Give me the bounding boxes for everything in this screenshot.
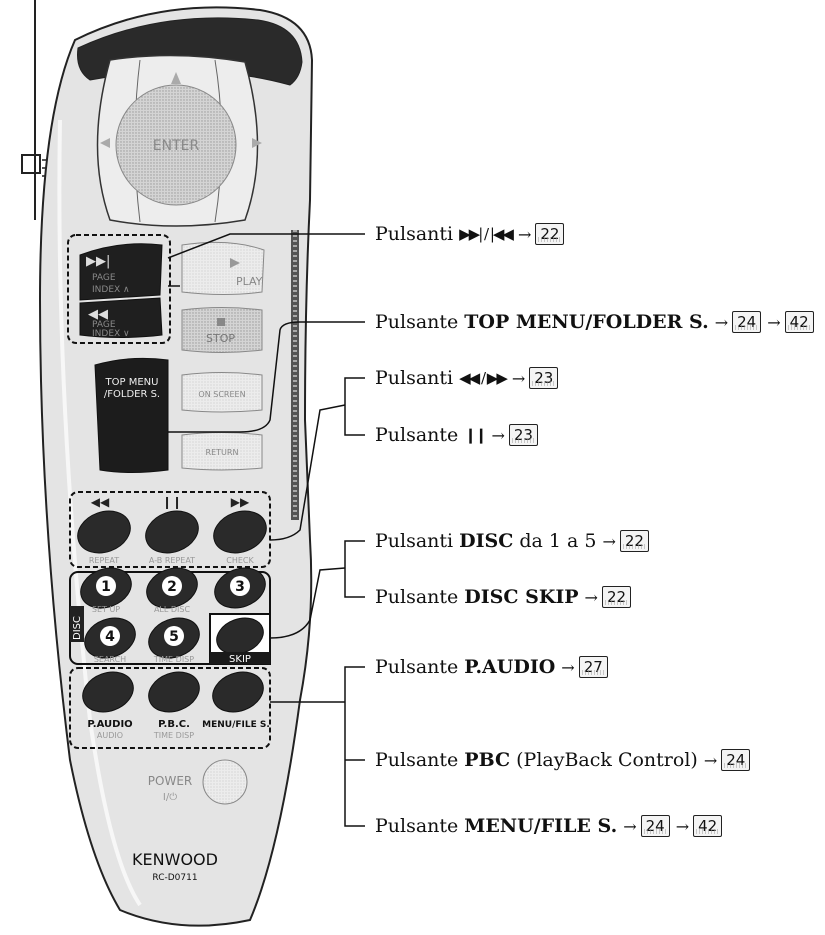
svg-text:TIME DISP: TIME DISP <box>153 655 194 664</box>
callout-search: Pulsanti ◀◀ / ▶▶ → 23 <box>375 365 558 391</box>
stop-icon <box>217 318 225 326</box>
arrow-right-icon: → <box>767 313 780 332</box>
arrow-right-icon: → <box>704 751 717 770</box>
disc-skip-button[interactable]: SKIP <box>210 612 270 665</box>
svg-text:P.AUDIO: P.AUDIO <box>87 719 132 730</box>
page-ref: 22 <box>535 223 564 245</box>
arrow-right-icon: → <box>585 588 598 607</box>
svg-text:I/⏻: I/⏻ <box>163 792 177 803</box>
svg-text:TIME DISP: TIME DISP <box>153 731 194 740</box>
page-ref: 22 <box>620 530 649 552</box>
stop-button[interactable]: STOP <box>182 308 262 353</box>
pause-icon: ❙❙ <box>162 495 182 509</box>
bottom-row: P.AUDIO P.B.C. MENU/FILE S. AUDIO TIME D… <box>77 665 270 740</box>
disc-buttons: 1 2 3 4 5 SKIP SET UP ALL DISC <box>75 561 271 665</box>
svg-text:REPEAT: REPEAT <box>89 556 119 565</box>
arrow-right-icon: → <box>491 426 504 445</box>
svg-text:ALL DISC: ALL DISC <box>154 605 191 614</box>
arrow-right-icon: → <box>518 225 531 244</box>
callout-p-audio: Pulsante P.AUDIO → 27 <box>375 654 608 680</box>
disc-label: DISC <box>72 616 83 640</box>
arrow-right-icon: → <box>676 817 689 836</box>
svg-text:/FOLDER S.: /FOLDER S. <box>104 389 160 400</box>
return-button[interactable]: RETURN <box>182 433 262 471</box>
arrow-right-icon: → <box>602 532 615 551</box>
svg-text:SKIP: SKIP <box>229 654 251 665</box>
on-screen-button[interactable]: ON SCREEN <box>182 373 262 413</box>
callout-skip: Pulsanti ▶▶| / |◀◀ → 22 <box>375 221 564 247</box>
svg-text:PLAY: PLAY <box>236 275 263 288</box>
svg-text:STOP: STOP <box>206 332 235 345</box>
svg-text:AUDIO: AUDIO <box>97 731 123 740</box>
page-ref: 24 <box>721 749 750 771</box>
svg-text:SEARCH: SEARCH <box>94 655 126 664</box>
svg-text:P.B.C.: P.B.C. <box>158 719 190 730</box>
svg-text:POWER: POWER <box>148 774 192 788</box>
arrow-right-icon: → <box>715 313 728 332</box>
arrow-right-icon: → <box>512 369 525 388</box>
page-ref: 23 <box>529 367 558 389</box>
svg-text:INDEX ∧: INDEX ∧ <box>92 285 130 295</box>
callout-pbc: Pulsante PBC (PlayBack Control) → 24 <box>375 747 750 773</box>
skip-symbol-icon: ▶▶| / |◀◀ <box>459 225 512 243</box>
search-symbol-icon: ◀◀ / ▶▶ <box>459 369 506 387</box>
svg-text:1: 1 <box>101 579 111 595</box>
skip-prev-button[interactable]: ◀◀ PAGE INDEX ∨ <box>80 298 162 339</box>
callout-disc: Pulsanti DISC da 1 a 5 → 22 <box>375 528 649 554</box>
page-ref: 24 <box>732 311 761 333</box>
svg-text:SET UP: SET UP <box>92 605 120 614</box>
page-ref: 24 <box>641 815 670 837</box>
top-menu-button[interactable]: TOP MENU /FOLDER S. <box>95 358 168 472</box>
svg-text:A-B REPEAT: A-B REPEAT <box>149 556 195 565</box>
page-ref: 27 <box>579 656 608 678</box>
callout-top-menu: Pulsante TOP MENU/FOLDER S. → 24 → 42 <box>375 309 814 335</box>
skip-next-button[interactable]: ▶▶| PAGE INDEX ∧ <box>80 244 162 300</box>
play-button[interactable]: PLAY <box>182 242 264 294</box>
power-button[interactable] <box>203 760 247 804</box>
arrow-right-icon: → <box>561 658 574 677</box>
callout-disc-skip: Pulsante DISC SKIP → 22 <box>375 584 631 610</box>
page-ref: 42 <box>785 311 814 333</box>
skip-next-icon: ▶▶| <box>86 254 110 269</box>
svg-text:2: 2 <box>167 579 177 595</box>
svg-text:INDEX ∨: INDEX ∨ <box>92 329 130 339</box>
enter-label: ENTER <box>153 138 200 154</box>
callout-pause: Pulsante ❙❙ → 23 <box>375 422 538 448</box>
pause-symbol-icon: ❙❙ <box>464 426 485 444</box>
page-ref: 23 <box>509 424 538 446</box>
page-ref: 22 <box>602 586 631 608</box>
svg-text:CHECK: CHECK <box>226 556 254 565</box>
navigation-pad[interactable]: ENTER <box>98 55 263 226</box>
svg-text:PAGE: PAGE <box>92 273 116 283</box>
svg-text:4: 4 <box>105 629 115 645</box>
callout-menu-file: Pulsante MENU/FILE S. → 24 → 42 <box>375 813 722 839</box>
brand-logo: KENWOOD <box>132 850 218 869</box>
forward-icon: ▶▶ <box>231 495 250 509</box>
svg-text:MENU/FILE S.: MENU/FILE S. <box>202 720 270 730</box>
svg-text:5: 5 <box>169 629 179 645</box>
svg-text:ON SCREEN: ON SCREEN <box>198 390 245 399</box>
page-ref: 42 <box>693 815 722 837</box>
rewind-icon: ◀◀ <box>91 495 110 509</box>
svg-text:3: 3 <box>235 579 245 595</box>
svg-text:TOP MENU: TOP MENU <box>105 377 159 388</box>
model-number: RC-D0711 <box>152 873 197 883</box>
svg-text:RETURN: RETURN <box>206 448 239 457</box>
arrow-right-icon: → <box>623 817 636 836</box>
